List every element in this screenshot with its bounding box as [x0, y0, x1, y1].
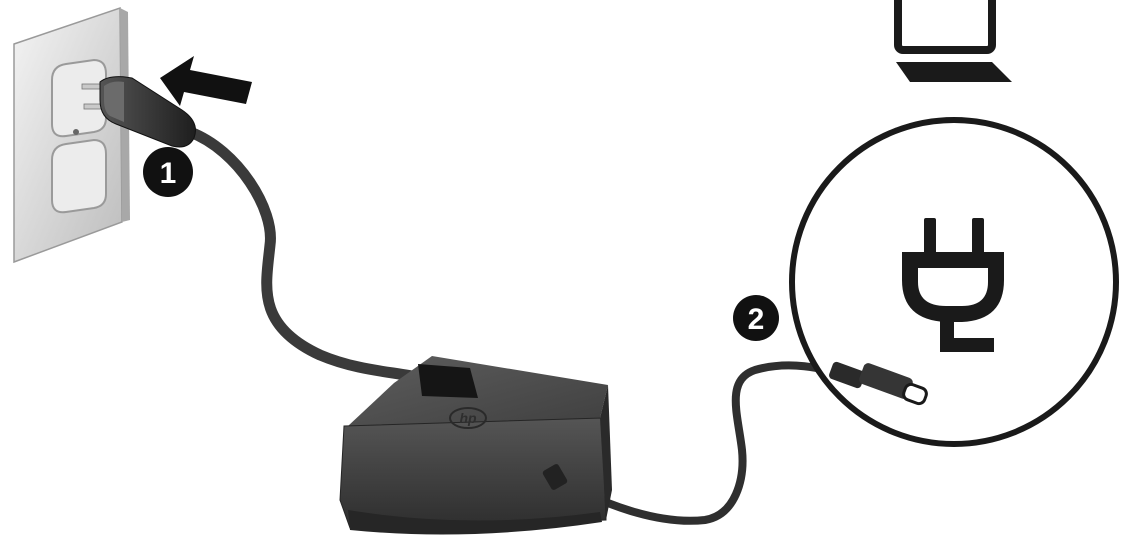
adapter-logo-text: hp [459, 410, 477, 426]
ac-power-cord [190, 132, 420, 378]
magnified-view-circle [792, 120, 1116, 444]
laptop-icon [896, 0, 1012, 82]
power-adapter: hp [340, 356, 612, 535]
step-2-badge: 2 [733, 295, 779, 341]
wall-outlet [14, 8, 130, 262]
push-arrow-icon [160, 56, 252, 106]
step-1-number: 1 [160, 157, 177, 190]
step-1-badge: 1 [143, 147, 193, 197]
step-2-number: 2 [748, 303, 765, 336]
